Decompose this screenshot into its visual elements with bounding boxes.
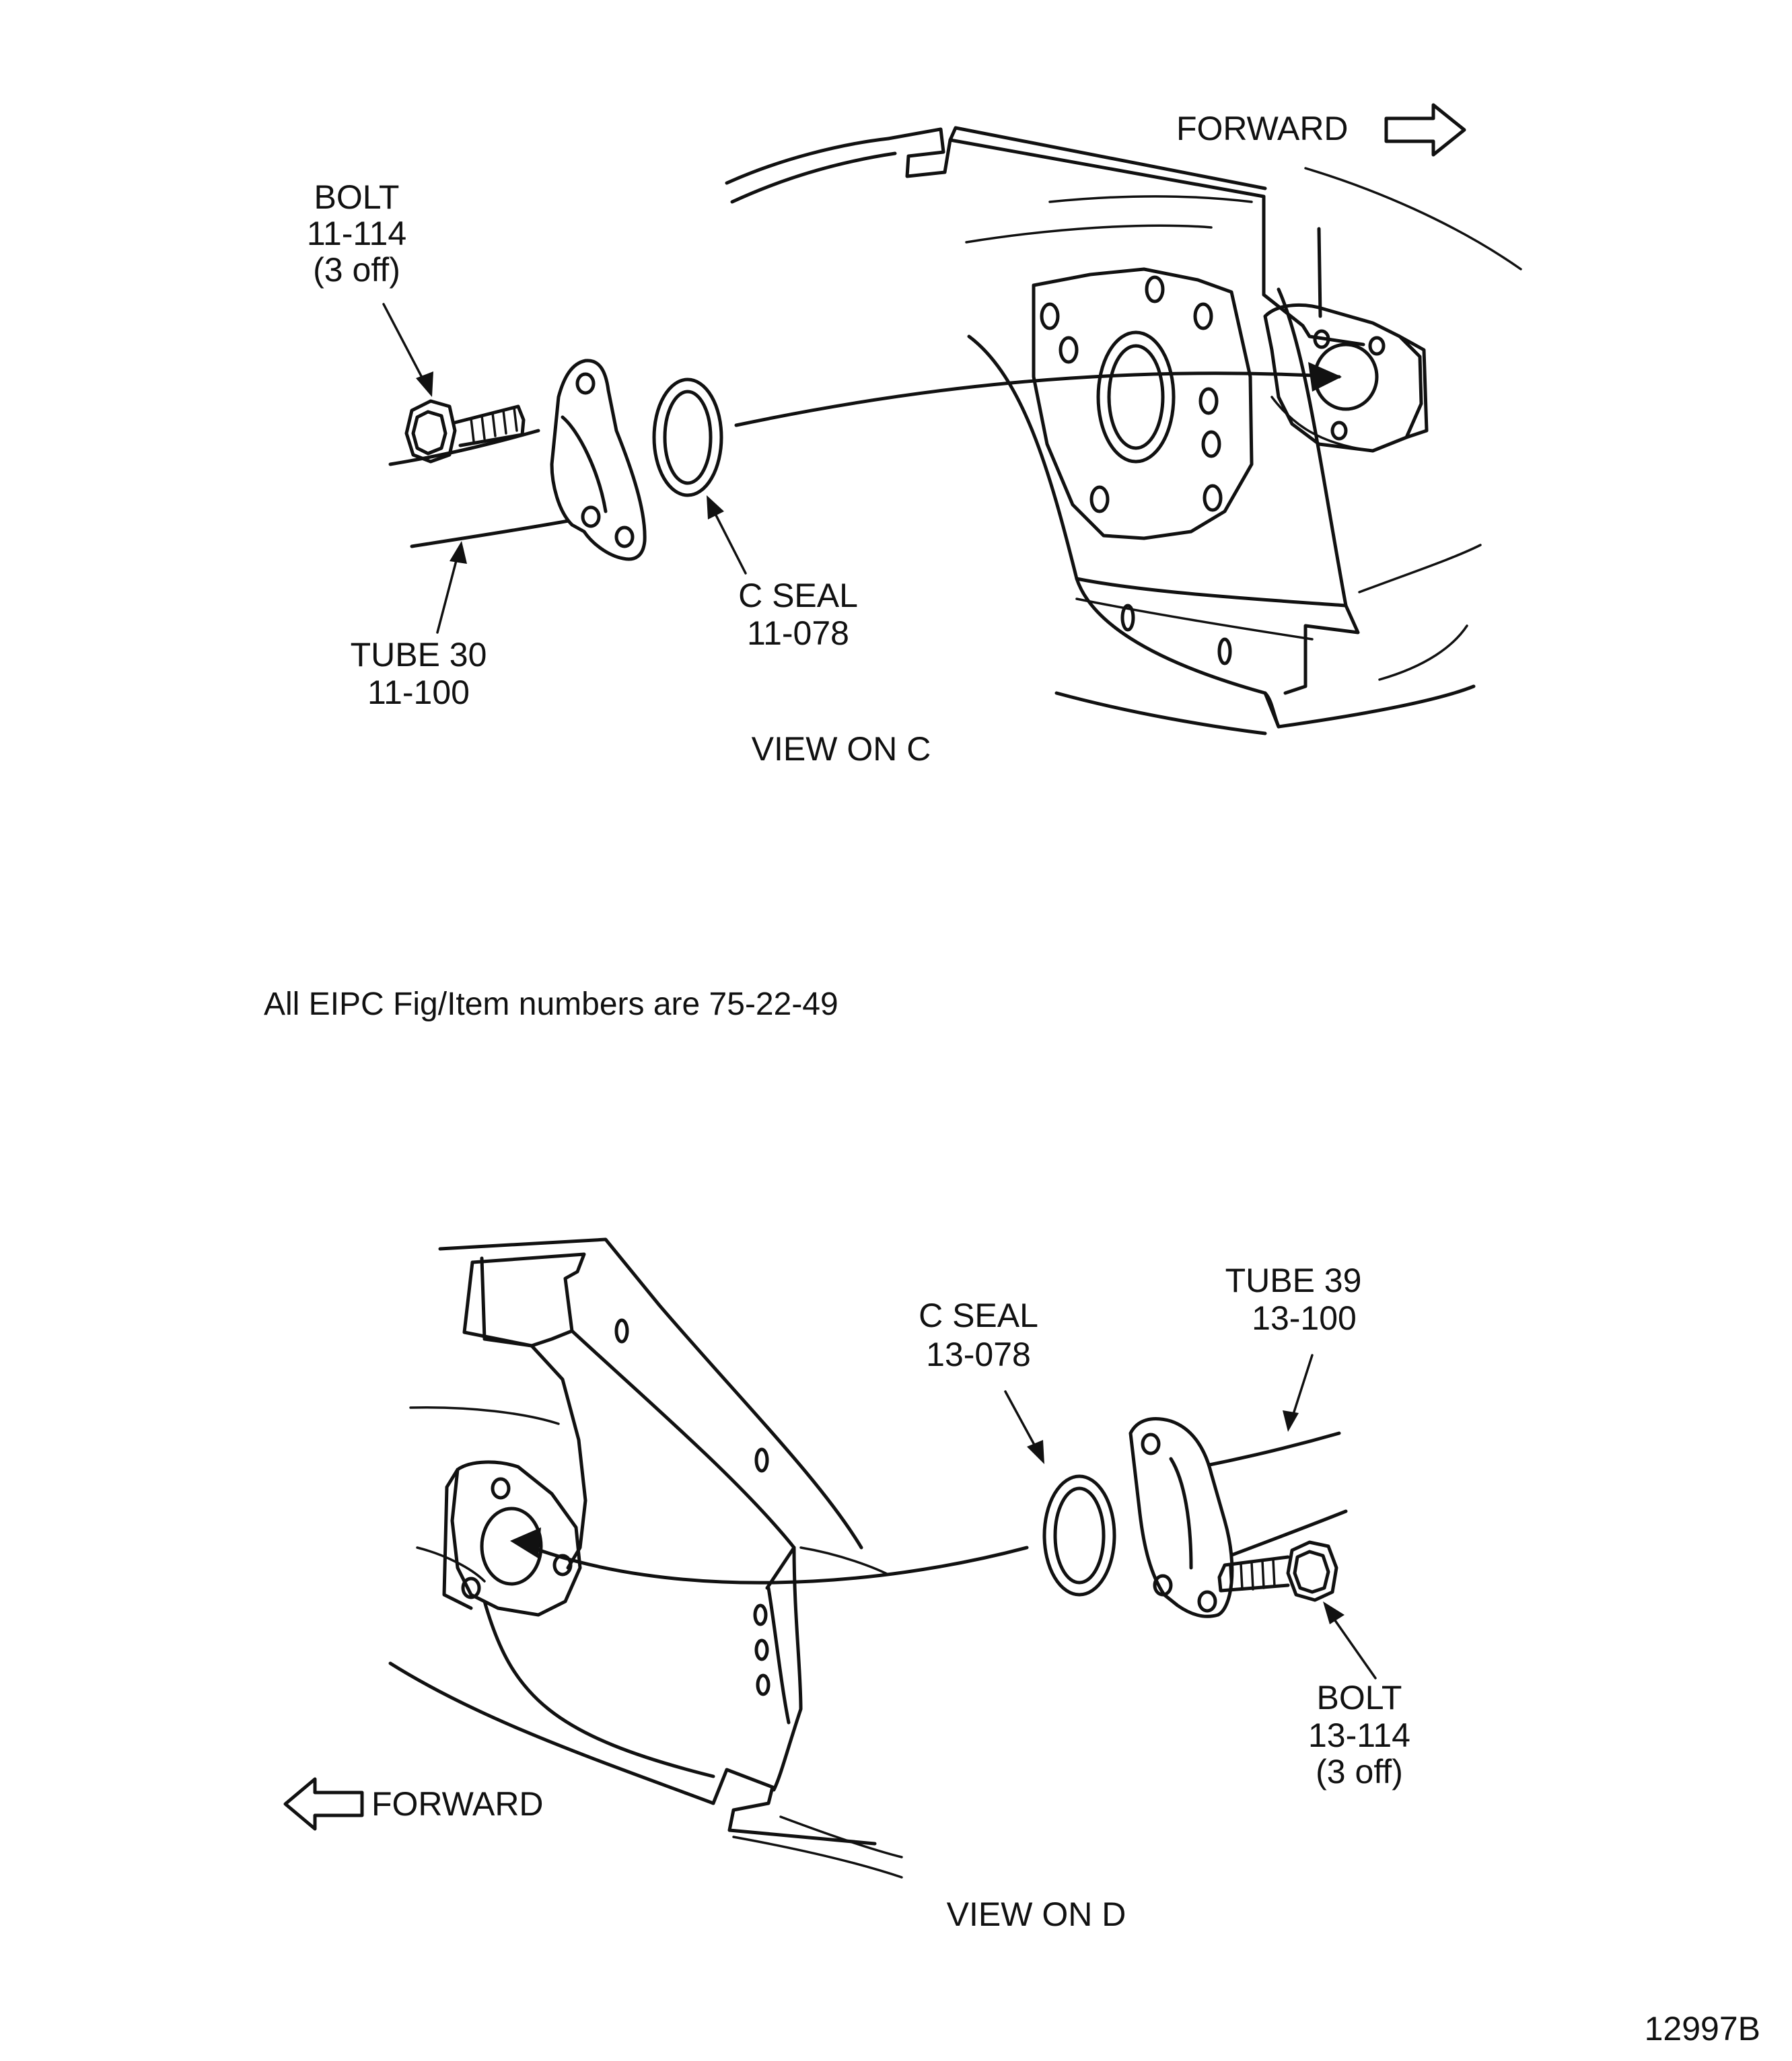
view-d-seal-leader: [1004, 1390, 1040, 1455]
view-d-bolt-name: BOLT: [1317, 1679, 1402, 1716]
view-d-tube-name: TUBE 39: [1225, 1262, 1362, 1299]
view-d-tube-leader: [1289, 1354, 1314, 1424]
view-d-bolt-leader: [1327, 1610, 1377, 1679]
view-c-seal-leader-arrowhead-icon: [707, 495, 724, 519]
view-c-bolt-leader-arrowhead-icon: [416, 371, 433, 397]
view-d-seal-name: C SEAL: [919, 1297, 1038, 1334]
view-c-bolt-name: BOLT: [314, 178, 400, 216]
view-c-tube-item: 11-100: [367, 674, 470, 711]
view-c-seal-leader: [709, 503, 747, 575]
view-c-casing-flange: [1032, 267, 1254, 540]
view-d-seal-leader-arrowhead-icon: [1027, 1440, 1044, 1464]
view-d-seal-item: 13-078: [926, 1336, 1031, 1373]
view-c-port-boss: [1263, 303, 1429, 453]
view-c-casing: [725, 126, 1522, 735]
view-d-port-boss: [442, 1460, 582, 1617]
view-c-forward-label: FORWARD: [1176, 110, 1349, 147]
view-c-bolt-qty: (3 off): [313, 251, 400, 289]
view-d-casing: [388, 1237, 903, 1879]
view-c-c-seal: [652, 377, 723, 497]
view-c-bolt-item: 11-114: [307, 215, 406, 252]
view-d-illustration: FORWARD TUBE 39 13-100 C SEAL 13-078 BOL…: [283, 1237, 1410, 1933]
view-c-bolt-leader: [382, 303, 429, 390]
view-d-tube: [1128, 1417, 1348, 1618]
view-c-bolt: [404, 399, 526, 464]
view-d-c-seal: [1042, 1474, 1116, 1597]
view-c-seal-item: 11-078: [747, 614, 849, 652]
eipc-reference-note: All EIPC Fig/Item numbers are 75-22-49: [264, 986, 838, 1022]
view-d-forward-label: FORWARD: [371, 1785, 544, 1823]
view-c-tube-leader-arrowhead-icon: [450, 541, 467, 564]
view-d-forward-arrow-icon: [283, 1777, 364, 1831]
view-c-seal-name: C SEAL: [738, 577, 858, 614]
view-c-tube-leader: [436, 549, 460, 634]
view-d-installation-arrowhead-icon: [510, 1527, 541, 1558]
view-d-bolt-leader-arrowhead-icon: [1323, 1601, 1345, 1624]
view-c-illustration: FORWARD: [307, 103, 1522, 768]
view-c-installation-arrowhead-icon: [1308, 362, 1342, 392]
view-d-tube-leader-arrowhead-icon: [1283, 1410, 1299, 1432]
figure-number: 12997B: [1645, 2010, 1760, 2048]
view-c-title: VIEW ON C: [752, 730, 931, 768]
view-c-forward-arrow-icon: [1384, 103, 1466, 157]
view-d-tube-item: 13-100: [1252, 1299, 1357, 1337]
view-d-bolt: [1217, 1540, 1338, 1602]
view-c-tube-name: TUBE 30: [351, 636, 487, 674]
view-d-title: VIEW ON D: [947, 1895, 1126, 1933]
view-d-bolt-qty: (3 off): [1316, 1753, 1403, 1791]
view-d-bolt-item: 13-114: [1308, 1716, 1410, 1754]
view-c-installation-path: [734, 371, 1341, 427]
view-c-tube: [388, 359, 647, 561]
view-d-installation-path: [523, 1543, 1029, 1585]
